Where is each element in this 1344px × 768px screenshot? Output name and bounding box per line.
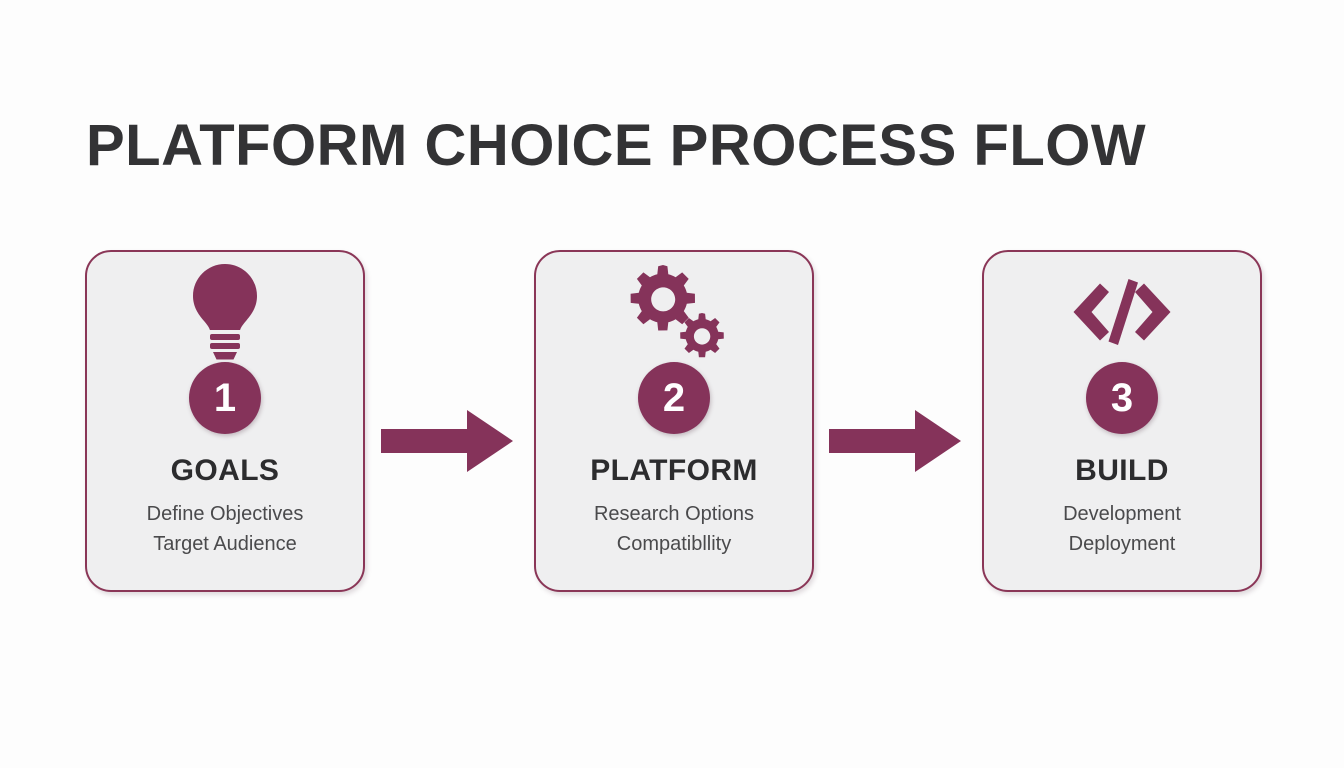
arrow-step1-to-step2 — [381, 410, 513, 472]
code-brackets-icon — [1066, 258, 1178, 366]
step-description-line: Compatibllity — [616, 533, 732, 555]
step-description-2: Research Options Compatibllity — [594, 499, 754, 559]
step-description-1: Define Objectives Target Audience — [147, 499, 304, 559]
page-title: PLATFORM CHOICE PROCESS FLOW — [86, 113, 1147, 178]
step-number-badge-3: 3 — [1086, 362, 1158, 434]
step-label-3: BUILD — [1075, 454, 1169, 487]
step-description-line: Development — [1063, 503, 1181, 525]
step-description-line: Deployment — [1068, 533, 1176, 555]
step-label-1: GOALS — [170, 454, 280, 487]
step-card-1[interactable]: 1 GOALS Define Objectives Target Audienc… — [85, 250, 365, 592]
step-number-badge-1: 1 — [189, 362, 261, 434]
step-number-badge-2: 2 — [638, 362, 710, 434]
step-description-line: Research Options — [593, 503, 755, 525]
step-description-line: Target Audience — [153, 533, 297, 555]
arrow-step2-to-step3 — [829, 410, 961, 472]
gears-icon — [622, 258, 726, 366]
process-flow-row: 1 GOALS Define Objectives Target Audienc… — [0, 250, 1344, 595]
step-description-3: Development Deployment — [1063, 499, 1181, 559]
step-description-line: Define Objectives — [146, 503, 304, 525]
step-label-2: PLATFORM — [590, 454, 758, 487]
step-card-3[interactable]: 3 BUILD Development Deployment — [982, 250, 1262, 592]
step-card-2[interactable]: 2 PLATFORM Research Options Compatibllit… — [534, 250, 814, 592]
lightbulb-icon — [187, 258, 263, 366]
